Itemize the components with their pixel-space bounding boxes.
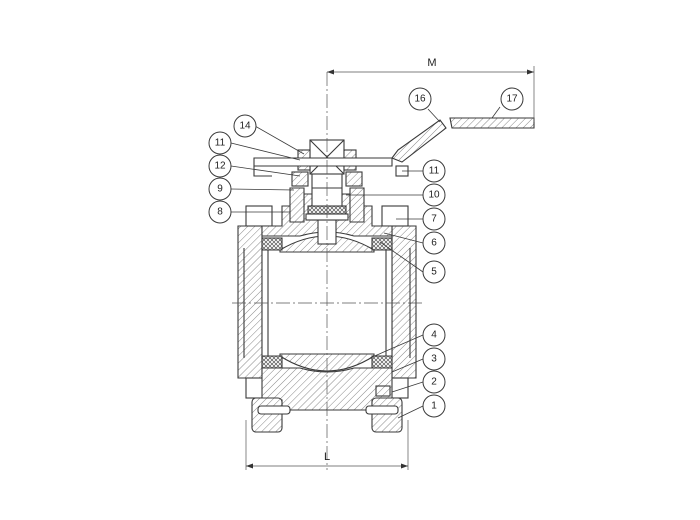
svg-text:9: 9 bbox=[217, 184, 223, 195]
callout-8: 8 bbox=[208, 200, 232, 224]
svg-text:11: 11 bbox=[215, 138, 226, 149]
dimension-label-L: L bbox=[324, 451, 330, 463]
svg-text:2: 2 bbox=[431, 377, 437, 388]
handle bbox=[253, 117, 535, 177]
handle-grip bbox=[449, 117, 535, 129]
left-cap-flange-top bbox=[245, 205, 273, 227]
svg-text:6: 6 bbox=[431, 238, 437, 249]
bonnet-neck-right bbox=[349, 187, 365, 223]
callout-11-left: 11 bbox=[208, 131, 232, 155]
dimension-L: L bbox=[245, 420, 409, 470]
left-bolt-nut bbox=[251, 397, 283, 433]
svg-text:5: 5 bbox=[431, 267, 437, 278]
gland-nut-left bbox=[291, 171, 309, 187]
bonnet-neck bbox=[289, 187, 305, 223]
svg-text:14: 14 bbox=[239, 121, 251, 132]
bottom-bolts bbox=[251, 385, 403, 433]
callout-7: 7 bbox=[422, 207, 446, 231]
right-end-cap bbox=[391, 225, 417, 379]
callout-10: 10 bbox=[422, 183, 446, 207]
callout-leaders bbox=[230, 106, 501, 419]
dimension-M: M bbox=[327, 57, 535, 122]
right-bolt-nut bbox=[371, 397, 403, 433]
svg-text:1: 1 bbox=[431, 401, 437, 412]
svg-text:4: 4 bbox=[431, 330, 437, 341]
svg-text:17: 17 bbox=[506, 94, 518, 105]
callout-6: 6 bbox=[422, 231, 446, 255]
callout-5: 5 bbox=[422, 260, 446, 284]
left-bolt-shank bbox=[257, 405, 291, 415]
bolt-washer bbox=[375, 385, 391, 397]
svg-text:3: 3 bbox=[431, 354, 437, 365]
seats bbox=[261, 237, 393, 369]
callout-4: 4 bbox=[422, 323, 446, 347]
callout-1: 1 bbox=[422, 394, 446, 418]
callout-17: 17 bbox=[500, 87, 524, 111]
gland-nut-right bbox=[345, 171, 363, 187]
callout-3: 3 bbox=[422, 347, 446, 371]
seat-top-left bbox=[261, 237, 283, 251]
svg-text:11: 11 bbox=[429, 166, 440, 177]
right-cap-flange-top bbox=[381, 205, 409, 227]
handle-plate bbox=[253, 157, 393, 167]
dimension-label-M: M bbox=[427, 57, 436, 69]
left-end-cap bbox=[237, 225, 263, 379]
callout-12: 12 bbox=[208, 154, 232, 178]
callout-14: 14 bbox=[233, 114, 257, 138]
svg-text:16: 16 bbox=[414, 94, 426, 105]
svg-text:8: 8 bbox=[217, 207, 223, 218]
callout-2: 2 bbox=[422, 370, 446, 394]
svg-text:12: 12 bbox=[214, 161, 226, 172]
svg-text:10: 10 bbox=[428, 190, 440, 201]
handle-lever bbox=[391, 119, 447, 163]
seat-bottom-right bbox=[371, 355, 393, 369]
callout-11-right: 11 bbox=[422, 159, 446, 183]
callout-16: 16 bbox=[408, 87, 432, 111]
seat-bottom-left bbox=[261, 355, 283, 369]
callout-9: 9 bbox=[208, 177, 232, 201]
svg-text:7: 7 bbox=[431, 214, 437, 225]
right-bolt-shank bbox=[365, 405, 399, 415]
